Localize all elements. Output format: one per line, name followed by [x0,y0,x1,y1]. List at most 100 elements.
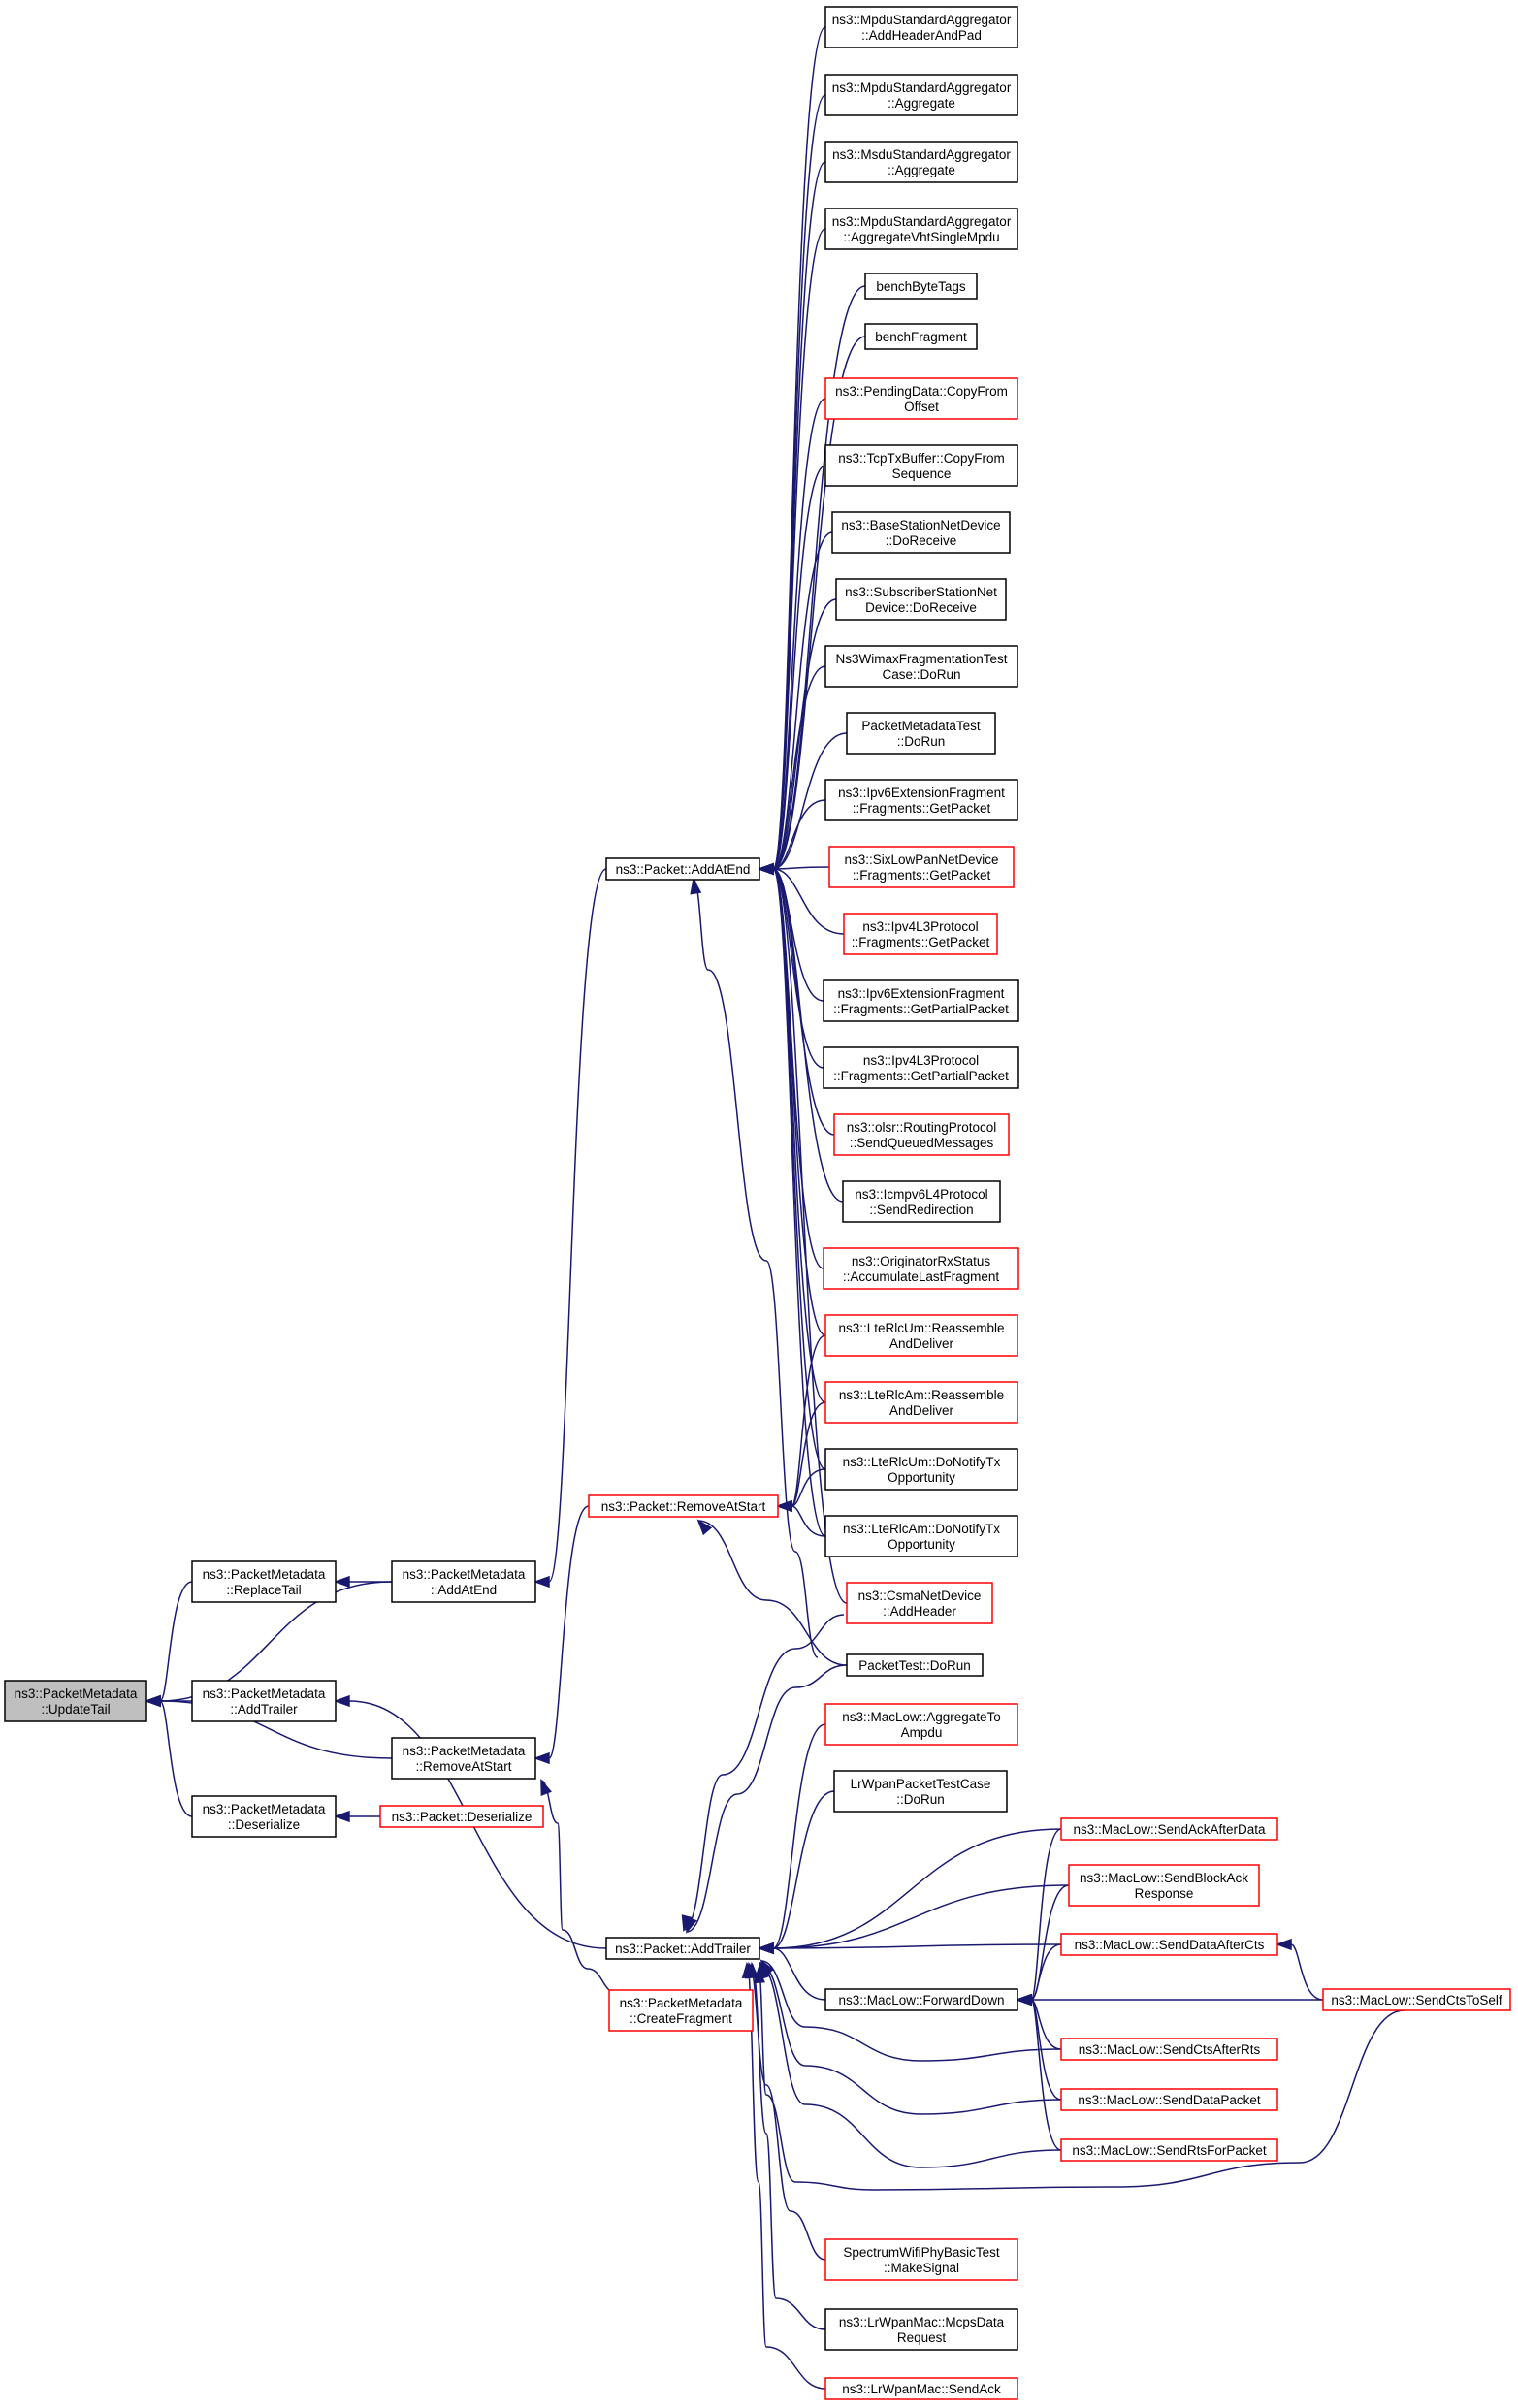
node-bsDoReceive[interactable]: ns3::BaseStationNetDevice::DoReceive [831,511,1011,554]
node-label: ns3::CsmaNetDevice [858,1589,982,1603]
node-mpduAddHeaderAndPad[interactable]: ns3::MpduStandardAggregator::AddHeaderAn… [824,6,1018,48]
node-box [824,2238,1018,2281]
node-olsrSendQueued[interactable]: ns3::olsr::RoutingProtocol::SendQueuedMe… [833,1113,1010,1156]
node-deserializePM[interactable]: ns3::PacketMetadata::Deserialize [191,1795,337,1838]
node-packetDeserialize[interactable]: ns3::Packet::Deserialize [379,1805,544,1828]
node-box [842,1180,1001,1223]
edge-forwardDown-to-packetAddTrailer [757,1942,826,2001]
node-box [191,1560,337,1603]
node-addTrailerPM[interactable]: ns3::PacketMetadata::AddTrailer [191,1680,337,1722]
node-label: ns3::LteRlcAm::Reassemble [839,1388,1004,1402]
arrowhead [757,1942,774,1955]
node-mpduVht[interactable]: ns3::MpduStandardAggregator::AggregateVh… [824,208,1018,250]
node-icmpv6SendRedirection[interactable]: ns3::Icmpv6L4Protocol::SendRedirection [842,1180,1001,1223]
node-label: ::AddAtEnd [431,1583,497,1597]
node-ipv4L3GetPartial[interactable]: ns3::Ipv4L3Protocol::Fragments::GetParti… [823,1046,1019,1089]
node-msduAggregate[interactable]: ns3::MsduStandardAggregator::Aggregate [824,141,1018,183]
edge-line [548,1505,590,1759]
edge-rlcAmNotifyTx-to-packetRemoveAtStart [775,1499,826,1537]
node-originatorAccumulate[interactable]: ns3::OriginatorRxStatus::AccumulateLastF… [823,1247,1019,1290]
edge-packetAddAtEnd-to-addAtEndPM [533,868,607,1589]
arrowhead [1015,1993,1032,2007]
node-packetAddAtEnd[interactable]: ns3::Packet::AddAtEnd [605,857,760,881]
edge-line [772,665,826,870]
node-csmaAddHeader[interactable]: ns3::CsmaNetDevice::AddHeader [846,1582,993,1624]
node-label: ns3::Packet::AddTrailer [615,1942,751,1956]
node-lrWpanPacketTest[interactable]: LrWpanPacketTestCase::DoRun [833,1770,1008,1813]
node-packetTestDoRun[interactable]: PacketTest::DoRun [846,1653,984,1677]
edge-packetTestDoRun-to-packetAddTrailer [686,1664,848,1935]
node-ipv6FragGetPacket[interactable]: ns3::Ipv6ExtensionFragment::Fragments::G… [824,779,1018,821]
node-box [824,74,1018,116]
node-box [824,1515,1018,1557]
edge-replaceTail-to-updateTail [144,1581,193,1708]
node-benchFragment[interactable]: benchFragment [864,323,978,350]
node-label: ns3::PacketMetadata [203,1567,326,1582]
node-label: ::AccumulateLastFragment [843,1269,1000,1284]
node-sendDataPacket[interactable]: ns3::MacLow::SendDataPacket [1060,2088,1278,2111]
node-label: ::AggregateVhtSingleMpdu [843,230,999,244]
node-box [864,273,978,300]
edge-line [686,1664,848,1933]
node-sendCtsToSelf[interactable]: ns3::MacLow::SendCtsToSelf [1322,1988,1511,2011]
arrowhead [775,1499,792,1513]
node-addAtEndPM[interactable]: ns3::PacketMetadata::AddAtEnd [391,1560,536,1603]
node-label: Device::DoReceive [865,600,977,615]
node-label: Offset [904,400,939,414]
edge-line [772,228,826,870]
edge-line [772,1723,826,1949]
node-removeAtStartPM[interactable]: ns3::PacketMetadata::RemoveAtStart [391,1737,536,1780]
node-box [4,1680,147,1722]
edge-line [751,1963,826,2330]
node-label: ns3::MacLow::SendCtsToSelf [1331,1993,1502,2007]
node-ssDoReceive[interactable]: ns3::SubscriberStationNetDevice::DoRecei… [835,578,1007,621]
node-forwardDown[interactable]: ns3::MacLow::ForwardDown [824,1988,1018,2011]
node-benchByteTags[interactable]: benchByteTags [864,273,978,300]
edge-spectrumMakeSignal-to-packetAddTrailer [745,1961,826,2261]
node-sendAckAfterData[interactable]: ns3::MacLow::SendAckAfterData [1060,1817,1278,1841]
node-label: benchFragment [875,330,967,344]
node-mpduAggregate[interactable]: ns3::MpduStandardAggregator::Aggregate [824,74,1018,116]
arrowhead [758,1962,770,1980]
node-label: ns3::LteRlcUm::DoNotifyTx [843,1455,1001,1469]
edge-line [772,868,848,1604]
node-label: ns3::MacLow::SendDataAfterCts [1075,1938,1265,1952]
node-sendCtsAfterRts[interactable]: ns3::MacLow::SendCtsAfterRts [1060,2038,1278,2061]
node-replaceTail[interactable]: ns3::PacketMetadata::ReplaceTail [191,1560,337,1603]
node-packetAddTrailer[interactable]: ns3::Packet::AddTrailer [605,1937,760,1960]
node-sixLowPanGetPacket[interactable]: ns3::SixLowPanNetDevice::Fragments::GetP… [828,846,1015,888]
edge-line [791,1468,826,1507]
node-ipv6FragGetPartial[interactable]: ns3::Ipv6ExtensionFragment::Fragments::G… [823,979,1019,1022]
node-sendDataAfterCts[interactable]: ns3::MacLow::SendDataAfterCts [1060,1933,1278,1956]
node-spectrumMakeSignal[interactable]: SpectrumWifiPhyBasicTest::MakeSignal [824,2238,1018,2281]
node-label: Case::DoRun [882,667,960,682]
edge-line [697,1520,848,1666]
edge-line [748,1963,826,2261]
node-label: ::Fragments::GetPacket [853,801,991,816]
node-label: ns3::PacketMetadata [15,1686,138,1701]
node-label: ::DoRun [896,1792,945,1807]
node-label: ns3::olsr::RoutingProtocol [847,1120,997,1135]
node-label: ::CreateFragment [630,2011,732,2026]
node-box [824,779,1018,821]
node-label: ns3::MsduStandardAggregator [832,147,1011,162]
node-ipv4L3GetPacket[interactable]: ns3::Ipv4L3Protocol::Fragments::GetPacke… [843,913,998,955]
edge-line [759,1964,1062,2168]
node-createFragment[interactable]: ns3::PacketMetadata::CreateFragment [608,1989,754,2032]
edge-line [548,868,607,1583]
node-lrWpanSendAck[interactable]: ns3::LrWpanMac::SendAck [824,2377,1018,2400]
node-packetRemoveAtStart[interactable]: ns3::Packet::RemoveAtStart [588,1494,779,1518]
edge-bsDoReceive-to-packetAddAtEnd [757,531,833,876]
node-sendRtsForPacket[interactable]: ns3::MacLow::SendRtsForPacket [1060,2138,1278,2162]
node-pmTestDoRun[interactable]: PacketMetadataTest::DoRun [846,712,996,755]
